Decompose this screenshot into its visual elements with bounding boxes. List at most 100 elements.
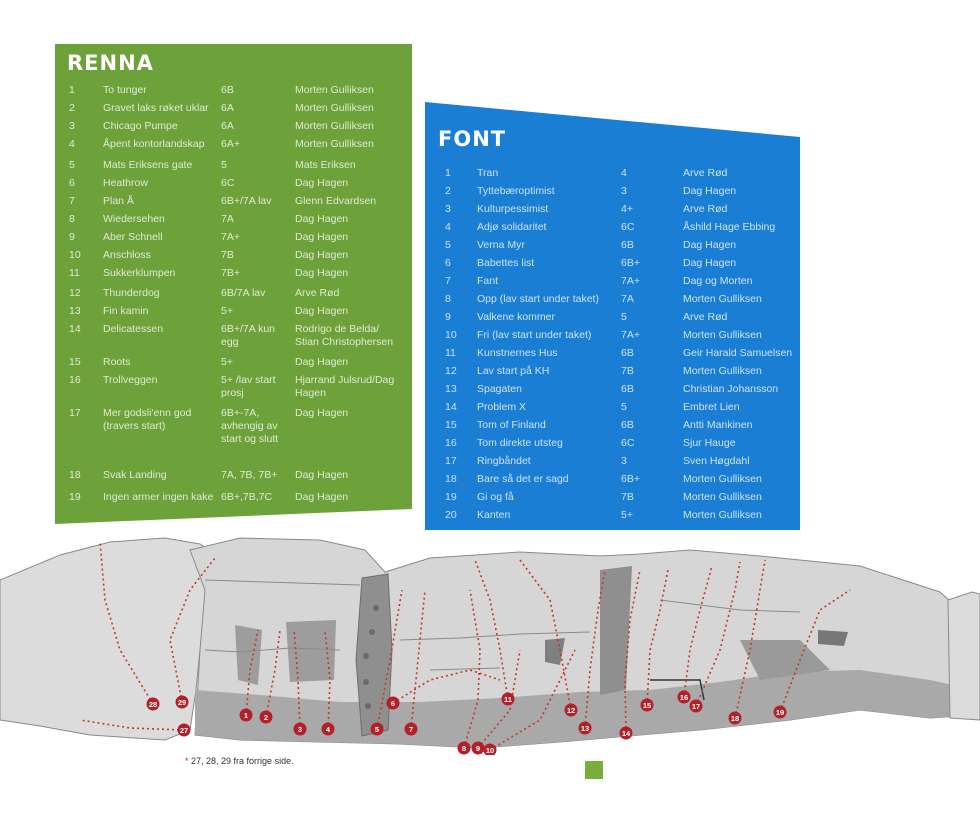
renna-route-name: Ingen armer ingen kake [103,491,214,503]
renna-route-grade: 6A+ [221,138,240,150]
renna-route-grade: 6B+/7A lav [221,195,272,207]
font-route-num: 14 [445,401,457,413]
prow-bolts [363,605,379,709]
renna-route-name: Wiedersehen [103,213,165,225]
font-route-name: Spagaten [477,383,522,395]
marker-dot [177,723,191,737]
route-line [463,589,481,749]
font-route-grade: 7B [621,491,634,503]
renna-route-setter: Hjarrand Julsrud/Dag Hagen [295,374,398,399]
font-route-num: 2 [445,185,451,197]
marker-label: 5 [375,725,379,734]
marker-dot [689,699,703,713]
font-route-num: 15 [445,419,457,431]
marker-label: 29 [178,698,186,707]
font-route-name: Babettes list [477,257,535,269]
font-route-num: 16 [445,437,457,449]
font-route-num: 17 [445,455,457,467]
font-route-setter: Åshild Hage Ebbing [683,221,776,233]
font-route-name: Lav start på KH [477,365,550,377]
font-route-grade: 5 [621,311,627,323]
renna-route-num: 5 [69,159,75,171]
font-route-grade: 6B+ [621,473,640,485]
renna-route-grade: 5+ [221,305,233,317]
marker-dot [501,692,515,706]
route-line [169,557,216,703]
marker-label: 2 [264,713,268,722]
marker-dot [773,705,787,719]
route-marker: 1 [239,708,253,722]
font-route-num: 11 [445,347,456,359]
renna-route-setter: Arve Rød [295,287,340,299]
font-route-name: Opp (lav start under taket) [477,293,599,305]
renna-route-setter: Dag Hagen [295,469,349,481]
route-marker: 19 [773,705,787,719]
renna-route-grade: 6C [221,177,235,189]
green-legend-square [585,761,603,779]
renna-route-setter: Morten Gulliksen [295,120,374,132]
font-route-num: 1 [445,167,451,179]
font-route-setter: Arve Rød [683,167,728,179]
font-route-name: Fri (lav start under taket) [477,329,592,341]
marker-label: 13 [581,724,589,733]
route-line [624,569,641,734]
renna-route-name: Heathrow [103,177,148,189]
font-route-name: Problem X [477,401,527,413]
renna-route-num: 17 [69,407,81,419]
font-route-num: 13 [445,383,457,395]
marker-dot [259,710,273,724]
renna-route-grade: 7A [221,213,234,225]
font-route-grade: 7A [621,293,634,305]
renna-route-num: 1 [69,84,75,96]
font-route-grade: 7B [621,365,634,377]
renna-route-setter: Dag Hagen [295,249,349,261]
marker-label: 18 [731,714,739,723]
renna-route-setter: Dag Hagen [295,407,349,419]
route-line [489,649,576,751]
route-marker: 11 [501,692,515,706]
font-route-num: 4 [445,221,451,233]
marker-dot [321,722,335,736]
marker-label: 17 [692,702,700,711]
font-route-grade: 6C [621,221,635,233]
renna-route-name: Åpent kontorlandskap [103,138,205,150]
route-line [293,629,301,730]
font-route-grade: 4+ [621,203,633,215]
renna-route-name: Mer godsli'enn god (travers start) [103,407,195,432]
renna-route-num: 19 [69,491,81,503]
marker-dot [293,722,307,736]
font-route-grade: 3 [621,455,627,467]
marker-label: 19 [776,708,784,717]
marker-dot [471,741,485,755]
renna-route-setter: Morten Gulliksen [295,138,374,150]
renna-route-setter: Glenn Edvardsen [295,195,377,207]
renna-route-grade: 6B+,7B,7C [221,491,273,503]
route-marker: 4 [321,722,335,736]
renna-route-name: Roots [103,356,131,368]
font-route-num: 9 [445,311,451,323]
font-route-name: Kulturpessimist [477,203,549,215]
font-route-setter: Morten Gulliksen [683,509,762,521]
marker-label: 4 [326,725,331,734]
font-route-name: Verna Myr [477,239,525,251]
marker-dot [386,696,400,710]
marker-label: 6 [391,699,395,708]
font-route-setter: Morten Gulliksen [683,491,762,503]
renna-route-num: 16 [69,374,81,386]
marker-dot [578,721,592,735]
renna-route-name: Fin kamin [103,305,149,317]
route-line [410,589,426,730]
renna-route-num: 6 [69,177,75,189]
font-route-name: Gi og få [477,491,514,503]
renna-route-setter: Dag Hagen [295,213,349,225]
renna-route-name: Chicago Pumpe [103,120,178,132]
footnote: * 27, 28, 29 fra forrige side. [185,756,294,766]
route-marker: 2 [259,710,273,724]
route-line [376,589,403,730]
renna-route-num: 8 [69,213,75,225]
font-route-num: 18 [445,473,457,485]
renna-route-grade: 7A+ [221,231,240,243]
font-route-num: 10 [445,329,457,341]
marker-dot [728,711,742,725]
marker-label: 7 [409,725,413,734]
